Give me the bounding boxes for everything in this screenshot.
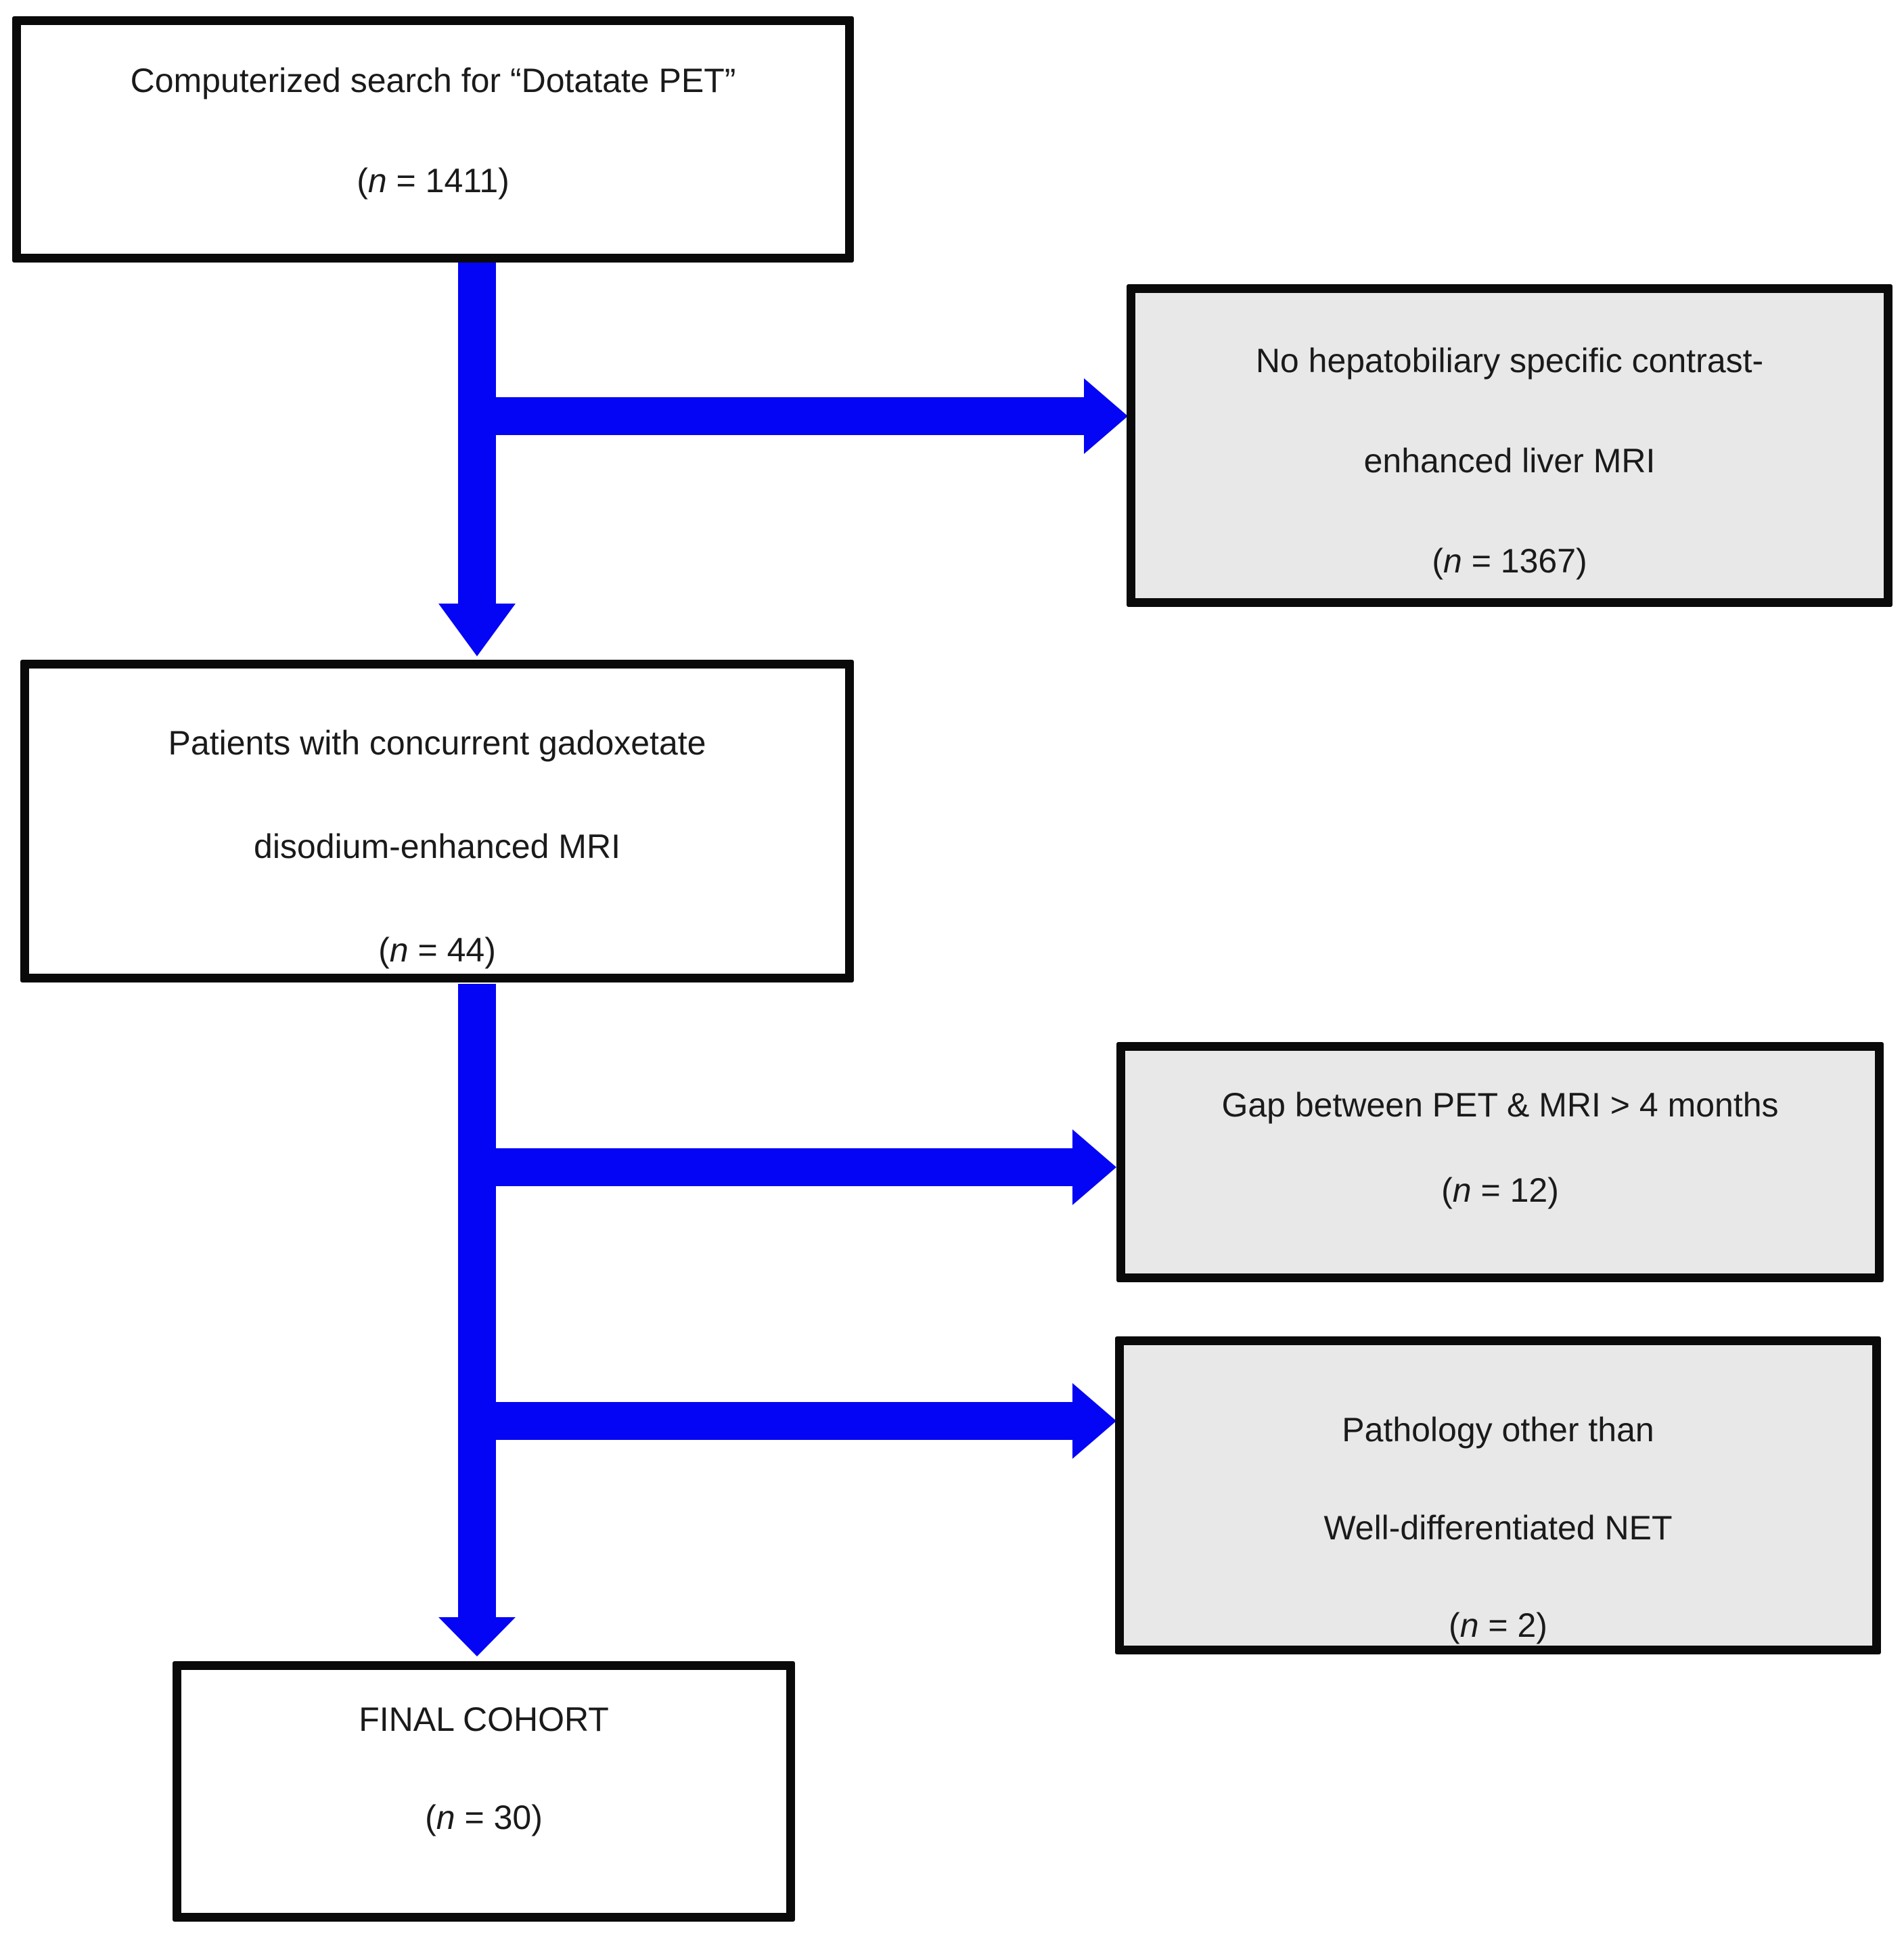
box-final-cohort: FINAL COHORT (n = 30) xyxy=(173,1661,795,1922)
box-pathology-other-text-2: Well-differentiated NET xyxy=(1323,1508,1673,1547)
arrow-search-to-concurrent xyxy=(438,257,516,656)
arrow-right-shaft-3 xyxy=(458,1402,1072,1440)
box-no-hepatobiliary-mri: No hepatobiliary specific contrast- enha… xyxy=(1127,284,1892,607)
box-concurrent-gadoxetate-mri-count: (n = 44) xyxy=(378,931,496,969)
box-final-cohort-text: FINAL COHORT xyxy=(359,1700,609,1738)
box-concurrent-gadoxetate-mri-text-1: Patients with concurrent gadoxetate xyxy=(168,724,706,762)
box-computerized-search-count: (n = 1411) xyxy=(357,162,509,200)
box-gap-pet-mri-text: Gap between PET & MRI > 4 months xyxy=(1221,1086,1779,1124)
arrow-branch-to-pathology xyxy=(458,1383,1116,1459)
arrow-right-head-2 xyxy=(1072,1129,1116,1205)
box-gap-pet-mri-count: (n = 12) xyxy=(1441,1171,1559,1209)
box-pathology-other: Pathology other than Well-differentiated… xyxy=(1115,1336,1881,1654)
arrow-concurrent-to-final xyxy=(438,984,516,1656)
arrow-branch-to-gap xyxy=(458,1129,1116,1205)
arrow-branch-to-no-hepatobiliary xyxy=(458,378,1128,454)
box-no-hepatobiliary-mri-text-2: enhanced liver MRI xyxy=(1363,442,1656,480)
arrow-right-head-3 xyxy=(1072,1383,1116,1459)
arrow-right-shaft-2 xyxy=(458,1148,1072,1186)
arrow-down-head-1 xyxy=(438,604,516,656)
box-no-hepatobiliary-mri-text-1: No hepatobiliary specific contrast- xyxy=(1255,342,1764,380)
box-pathology-other-count: (n = 2) xyxy=(1449,1606,1547,1644)
box-pathology-other-text-1: Pathology other than xyxy=(1342,1411,1654,1449)
box-concurrent-gadoxetate-mri-text-2: disodium-enhanced MRI xyxy=(254,828,620,865)
box-gap-pet-mri: Gap between PET & MRI > 4 months (n = 12… xyxy=(1116,1042,1884,1282)
box-no-hepatobiliary-mri-count: (n = 1367) xyxy=(1432,542,1587,580)
arrow-right-head-1 xyxy=(1084,378,1128,454)
arrow-down-shaft-2 xyxy=(458,984,496,1617)
box-computerized-search-text: Computerized search for “Dotatate PET” xyxy=(130,62,736,99)
arrow-down-head-2 xyxy=(438,1617,516,1656)
box-concurrent-gadoxetate-mri: Patients with concurrent gadoxetate diso… xyxy=(20,660,854,982)
box-computerized-search: Computerized search for “Dotatate PET” (… xyxy=(12,16,854,263)
arrow-right-shaft-1 xyxy=(458,397,1084,435)
box-final-cohort-count: (n = 30) xyxy=(425,1799,543,1836)
